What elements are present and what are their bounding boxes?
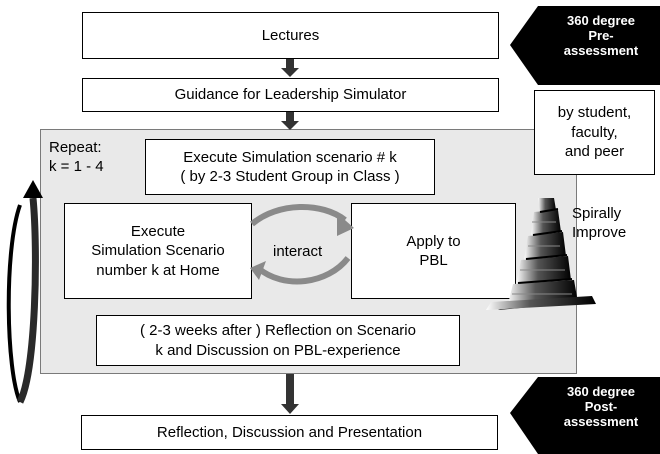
assessor-note-box: by student, faculty, and peer [534, 90, 655, 175]
final-presentation-label: Reflection, Discussion and Presentation [156, 423, 423, 441]
guidance-label: Guidance for Leadership Simulator [174, 86, 407, 104]
execute-home-label: Execute Simulation Scenario number k at … [91, 222, 225, 279]
lectures-label: Lectures [261, 26, 320, 44]
interact-label: interact [273, 243, 323, 260]
arrow-down-1 [281, 59, 299, 77]
spiral-tower-icon [486, 198, 596, 310]
spiral-improve-label: Spirally Improve [572, 205, 627, 241]
pre-assessment-badge [510, 6, 660, 85]
final-presentation-box: Reflection, Discussion and Presentation [81, 415, 498, 450]
assessor-note-label: by student, faculty, and peer [557, 104, 632, 161]
apply-pbl-box: Apply to PBL [351, 203, 516, 299]
reflection-scenario-box: ( 2-3 weeks after ) Reflection on Scenar… [96, 315, 460, 366]
execute-class-box: Execute Simulation scenario # k ( by 2-3… [145, 139, 435, 195]
arrow-down-3 [281, 374, 299, 414]
repeat-loop-arrow [6, 180, 43, 404]
post-assessment-label: 360 degree Post- assessment [563, 384, 639, 429]
execute-class-label: Execute Simulation scenario # k ( by 2-3… [180, 148, 400, 186]
arrow-down-2 [281, 112, 299, 130]
lectures-box: Lectures [82, 12, 499, 59]
pre-assessment-label: 360 degree Pre- assessment [563, 13, 639, 58]
apply-pbl-label: Apply to PBL [406, 232, 461, 270]
guidance-box: Guidance for Leadership Simulator [82, 78, 499, 112]
execute-home-box: Execute Simulation Scenario number k at … [64, 203, 252, 299]
post-assessment-badge [510, 377, 660, 454]
interact-cycle-arrows [250, 203, 354, 285]
reflection-scenario-label: ( 2-3 weeks after ) Reflection on Scenar… [140, 322, 416, 359]
repeat-label: Repeat: k = 1 - 4 [49, 139, 104, 175]
